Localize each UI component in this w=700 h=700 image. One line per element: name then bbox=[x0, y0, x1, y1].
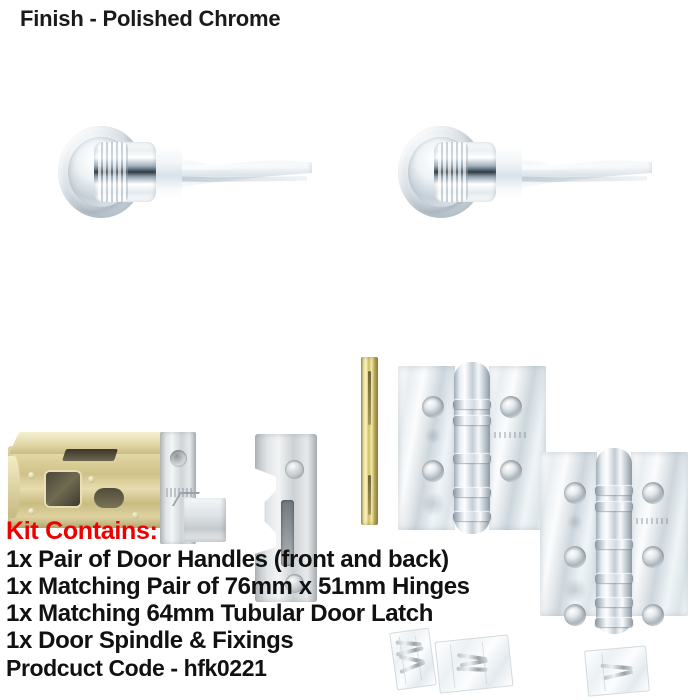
latch-rivet bbox=[28, 472, 35, 479]
hinge-screw-hole bbox=[422, 396, 444, 418]
knuckle-bearing-band bbox=[453, 454, 491, 463]
hinge-ce-mark-icon bbox=[424, 428, 442, 444]
hinge-leaf-left bbox=[540, 452, 597, 616]
screw bbox=[603, 669, 634, 681]
bag-crease bbox=[601, 653, 606, 692]
hinge-screw-hole bbox=[422, 460, 444, 482]
latch-bolt bbox=[184, 498, 226, 542]
latch-rivet bbox=[88, 476, 95, 483]
knuckle-bearing-band bbox=[453, 512, 491, 521]
strike-screw-hole bbox=[285, 460, 304, 479]
hinge-screw-hole bbox=[642, 546, 664, 568]
hinge-brand-etch bbox=[494, 432, 528, 438]
screw-bag-extra-fixings bbox=[584, 645, 650, 697]
knuckle-bearing-band bbox=[595, 598, 633, 607]
hinge-leaf-right bbox=[631, 452, 688, 616]
latch-follower-hole bbox=[94, 488, 124, 508]
latch-rivet bbox=[132, 512, 139, 519]
hinge-leaf-left bbox=[398, 366, 455, 530]
hinge-screw-hole bbox=[500, 396, 522, 418]
lever-highlight bbox=[148, 163, 310, 171]
page-title: Finish - Polished Chrome bbox=[20, 6, 281, 31]
knuckle-bearing-band bbox=[595, 618, 633, 627]
knuckle-bearing-band bbox=[453, 488, 491, 497]
strike-plate bbox=[254, 434, 325, 604]
door-handle-lever-right bbox=[398, 112, 652, 232]
kit-item-1: 1x Matching Pair of 76mm x 51mm Hinges bbox=[6, 573, 470, 600]
kit-item-2: 1x Matching 64mm Tubular Door Latch bbox=[6, 600, 433, 627]
latch-spindle-hole bbox=[46, 472, 80, 506]
lever-highlight bbox=[488, 163, 650, 171]
latch-faceplate-screw-hole bbox=[170, 450, 187, 467]
door-spindle bbox=[361, 357, 378, 525]
hinge-screw-hole bbox=[642, 604, 664, 626]
handle-collar-rings bbox=[98, 142, 128, 202]
knuckle-bearing-band bbox=[595, 502, 633, 511]
hinge-screw-hole bbox=[564, 482, 586, 504]
latch-rivet bbox=[28, 508, 35, 515]
hinge-certification-mark-icon bbox=[562, 578, 588, 602]
lever-shadow bbox=[146, 175, 308, 183]
hinge-screw-hole bbox=[500, 460, 522, 482]
product-code: Prodcuct Code - hfk0221 bbox=[6, 655, 267, 681]
hinge-screw-hole bbox=[642, 482, 664, 504]
hinge-knuckle bbox=[453, 362, 491, 534]
knuckle-bearing-band bbox=[453, 400, 491, 409]
hinge-screw-hole bbox=[564, 604, 586, 626]
screw bbox=[600, 663, 633, 671]
kit-item-3: 1x Door Spindle & Fixings bbox=[6, 627, 294, 654]
spindle-slot bbox=[368, 475, 371, 515]
strike-screw-hole bbox=[285, 574, 304, 593]
kit-contains-heading: Kit Contains: bbox=[6, 517, 158, 545]
kit-contains-block: Kit Contains: 1x Pair of Door Handles (f… bbox=[6, 519, 470, 680]
ball-bearing-hinge-upper bbox=[398, 362, 546, 534]
ball-bearing-hinge-lower bbox=[540, 448, 688, 634]
hinge-knuckle bbox=[595, 448, 633, 634]
knuckle-bearing-band bbox=[595, 540, 633, 549]
door-handle-lever-left bbox=[58, 112, 312, 232]
spindle-slot bbox=[368, 371, 371, 425]
latch-top-slot bbox=[62, 449, 118, 461]
kit-item-0: 1x Pair of Door Handles (front and back) bbox=[6, 546, 449, 573]
knuckle-bearing-band bbox=[595, 486, 633, 495]
knuckle-bearing-band bbox=[453, 416, 491, 425]
hinge-brand-etch bbox=[636, 518, 670, 524]
hinge-screw-hole bbox=[564, 546, 586, 568]
handle-collar-rings bbox=[438, 142, 468, 202]
knuckle-bearing-band bbox=[595, 574, 633, 583]
hinge-leaf-right bbox=[489, 366, 546, 530]
hinge-certification-mark-icon bbox=[420, 492, 446, 516]
hinge-ce-mark-icon bbox=[566, 514, 584, 530]
tubular-door-latch bbox=[8, 432, 240, 544]
lever-shadow bbox=[486, 175, 648, 183]
strike-plate-window bbox=[281, 500, 294, 566]
